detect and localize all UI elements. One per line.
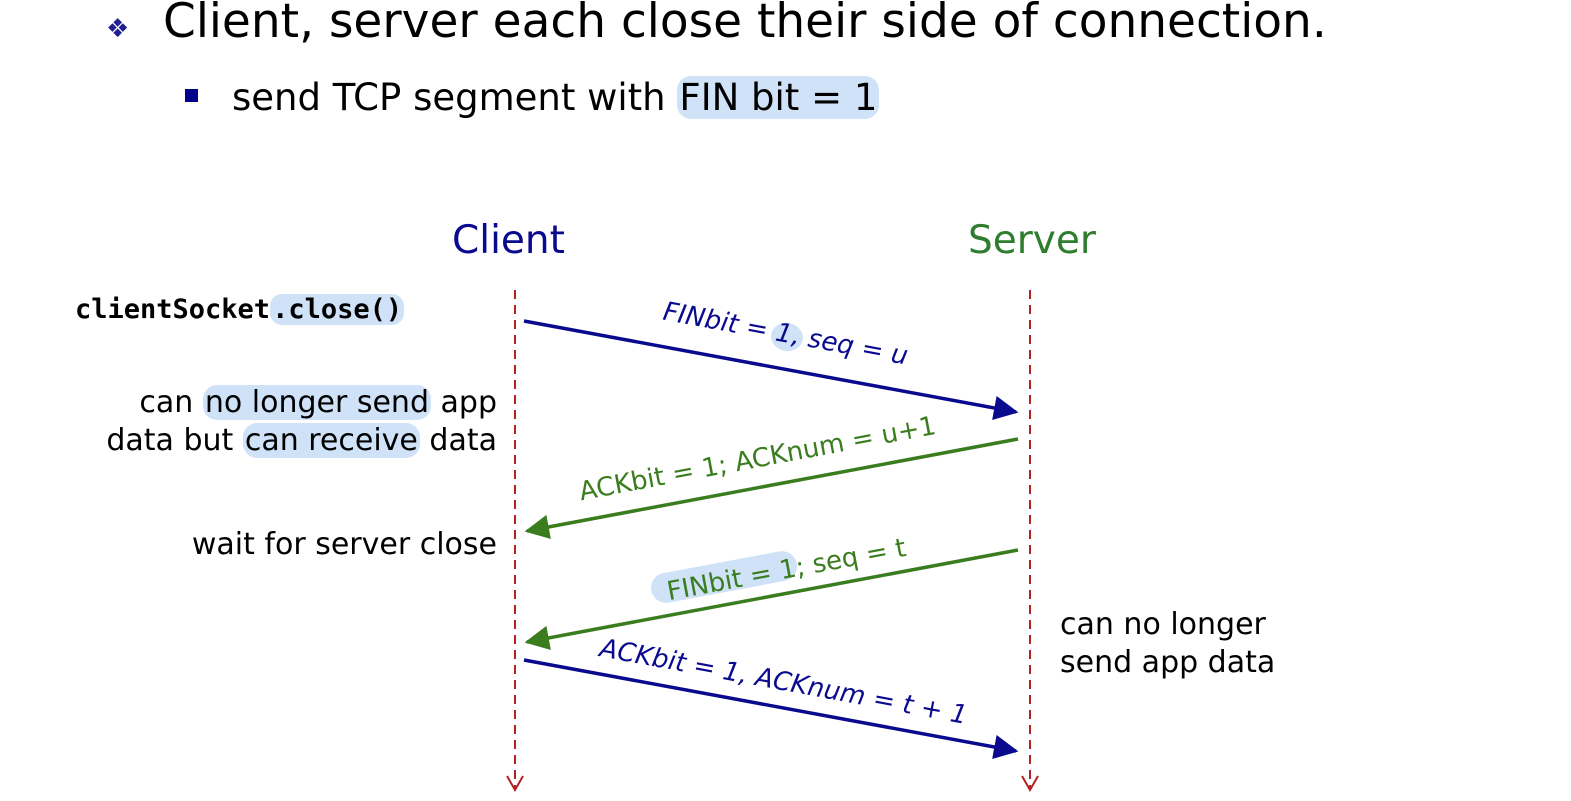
server-state-note: can no longer send app data: [1060, 606, 1275, 681]
client-timeline-arrow-icon: [506, 775, 524, 793]
client-close-call: clientSocket.close(): [75, 294, 405, 325]
server-state-line1: can no longer: [1060, 607, 1266, 642]
fin-t-highlight: [651, 551, 797, 603]
square-bullet-icon: [185, 89, 198, 102]
fin-u-highlight: [771, 322, 803, 352]
client-state-finwait-note: can no longer send app data but can rece…: [106, 384, 497, 459]
ack-u-arrow: [524, 437, 1019, 539]
fin-u-label: FINbit = 1, seq = u: [661, 297, 911, 372]
server-state-line2: send app data: [1060, 644, 1276, 680]
sub-bullet-prefix: send TCP segment with: [232, 76, 678, 119]
close-call-method: .close(): [270, 294, 405, 325]
close-call-object: clientSocket: [75, 294, 271, 325]
client-state-line2: data but can receive data: [106, 422, 497, 458]
fin-t-label: FINbit = 1; seq = t: [665, 533, 909, 607]
main-bullet-text: Client, server each close their side of …: [163, 0, 1327, 49]
fin-t-arrow: [524, 548, 1019, 650]
server-timeline-arrow-icon: [1021, 775, 1039, 793]
client-wait-note: wait for server close: [191, 527, 497, 562]
ack-u-label: ACKbit = 1; ACKnum = u+1: [577, 411, 939, 507]
server-heading: Server: [968, 218, 1096, 263]
sub-bullet-highlight: FIN bit = 1: [677, 76, 880, 119]
sub-bullet-text: send TCP segment with FIN bit = 1: [232, 76, 880, 120]
fin-u-arrow: [523, 319, 1019, 421]
ack-t-arrow: [523, 658, 1019, 760]
diamond-bullet-icon: ❖: [106, 14, 130, 44]
client-state-line1: can no longer send app: [139, 385, 497, 420]
client-heading: Client: [452, 218, 565, 263]
